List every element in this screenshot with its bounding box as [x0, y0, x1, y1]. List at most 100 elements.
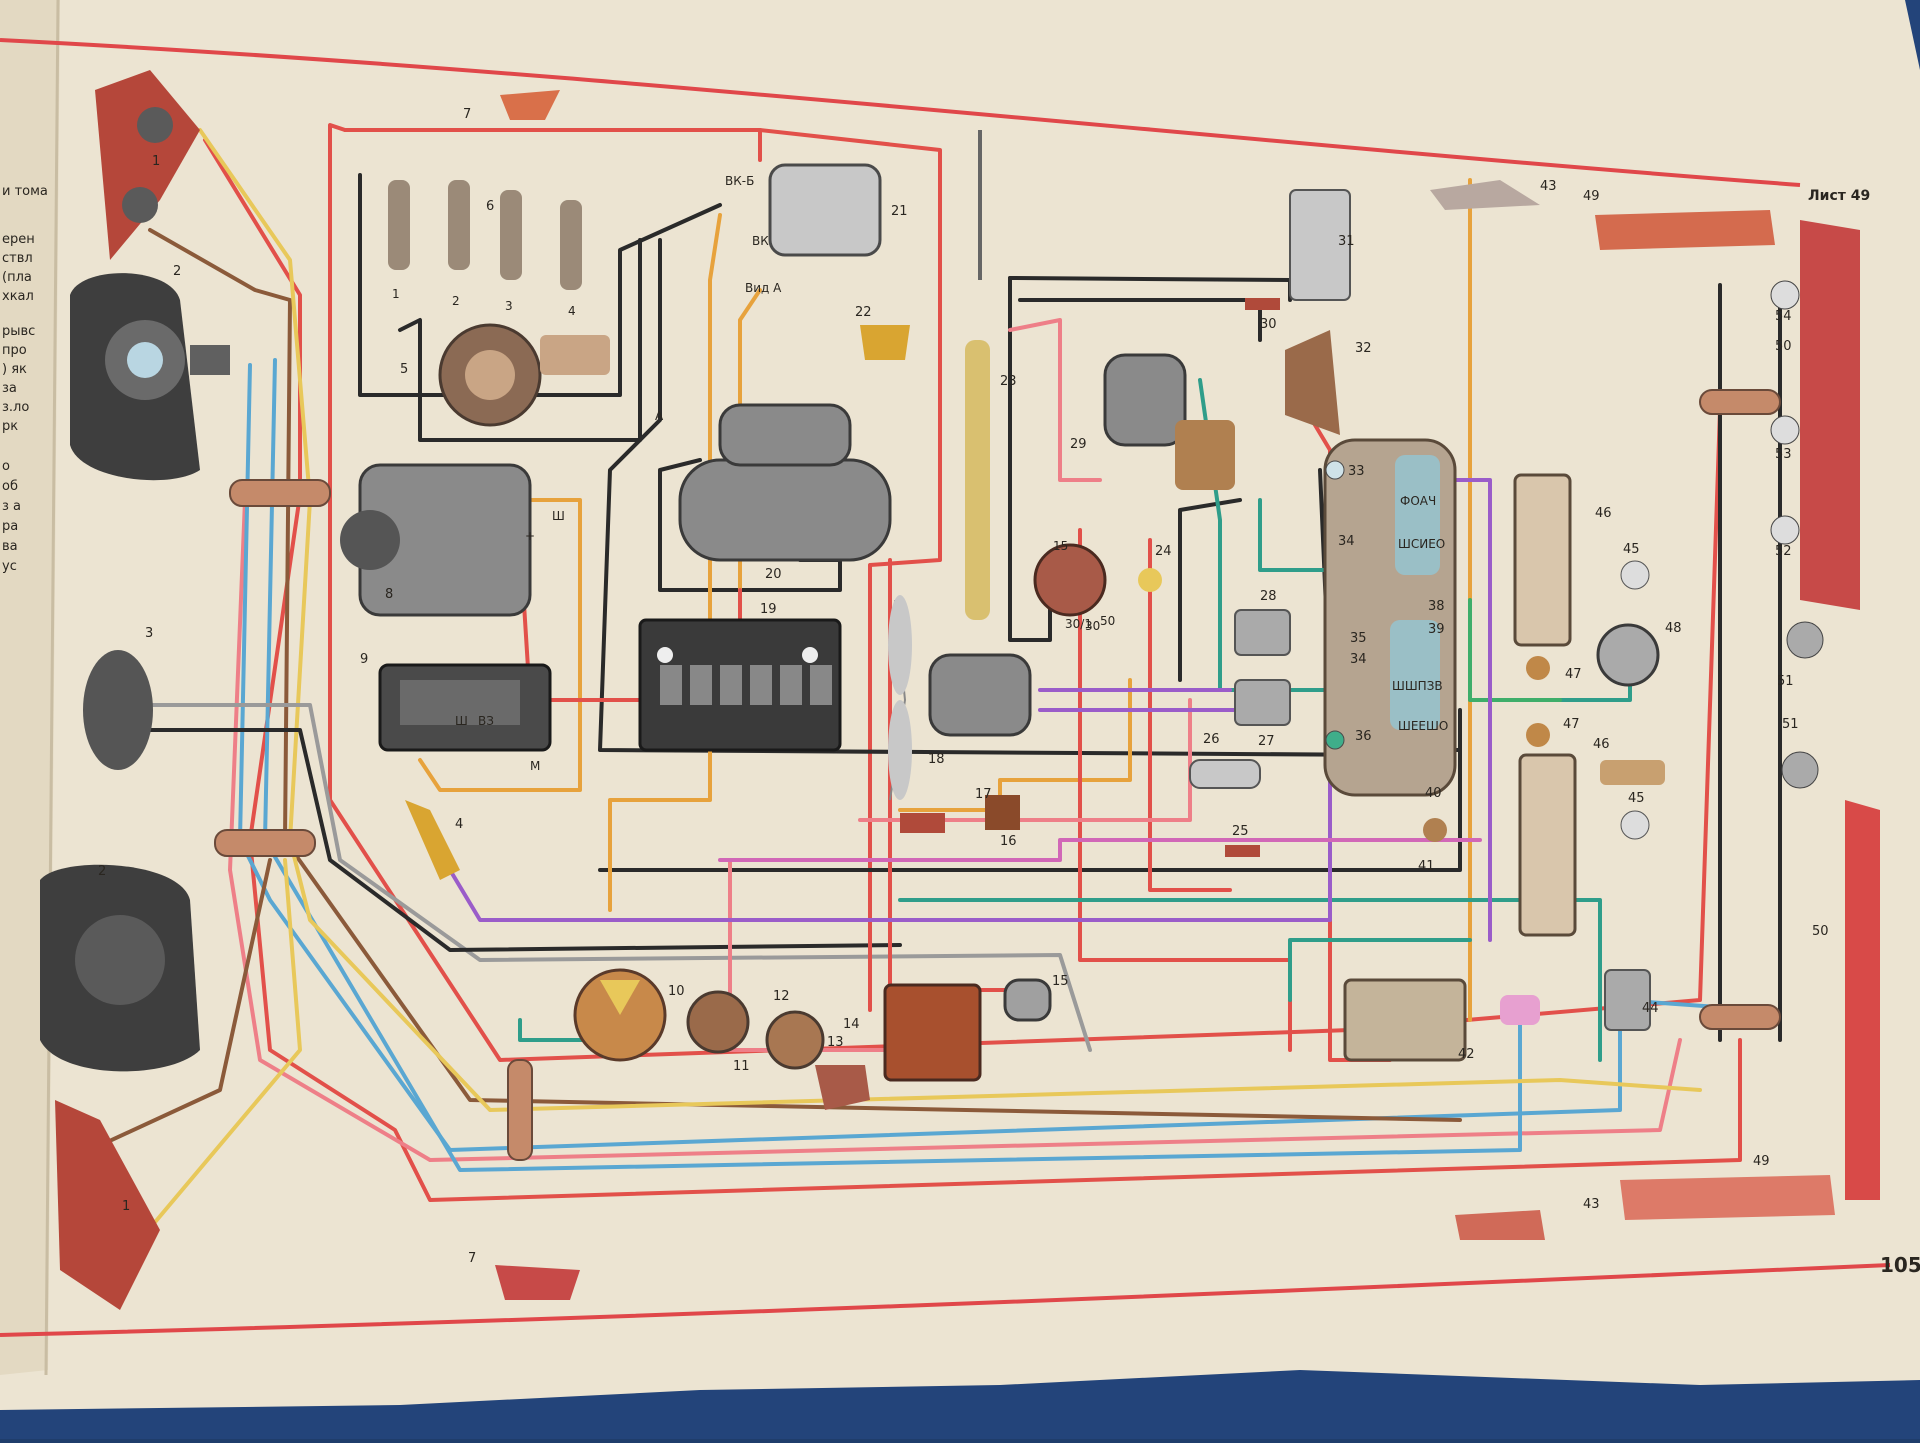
left-fragment: хкал	[2, 289, 34, 304]
connector-block	[229, 479, 331, 507]
spark-plug-numbers: 1 2 3 4	[392, 287, 576, 318]
left-fragment: ва	[2, 539, 18, 554]
components: ФОАЧ ШСИЕО ШШПЗВ ШЕЕШО	[40, 70, 1880, 1310]
wire-pink	[228, 498, 1682, 1162]
wire-black	[1178, 498, 1242, 682]
left-fragment: про	[2, 343, 27, 358]
oil-pressure-switch	[860, 325, 910, 360]
radio-31	[1289, 189, 1351, 301]
wire-brown	[148, 228, 1462, 1122]
battery-cell	[660, 665, 682, 705]
component-number: 41	[1418, 859, 1435, 874]
component-number: 9	[360, 652, 368, 667]
gauge-33	[1395, 455, 1440, 575]
component-number: 16	[1000, 834, 1017, 849]
lamp-51	[1786, 621, 1824, 659]
page-fold	[44, 0, 60, 1376]
point-a-label: А	[655, 409, 664, 423]
lamp-socket	[137, 107, 173, 143]
switch-27	[1234, 679, 1291, 726]
sheet-header: Лист 49	[1808, 188, 1870, 204]
component-number: 10	[668, 984, 685, 999]
bulb-47	[1526, 723, 1550, 747]
bulb-47	[1526, 656, 1550, 680]
component-number: 1	[152, 154, 160, 169]
spark-plug-number: 2	[452, 294, 460, 308]
left-fragment: ус	[2, 559, 17, 574]
gauge-label: ШШПЗВ	[1392, 679, 1443, 693]
ignition-switch	[1033, 543, 1107, 617]
fan-blade	[888, 595, 912, 695]
component-number: 7	[463, 107, 471, 122]
component-number: 45	[1628, 791, 1645, 806]
component-number: 24	[1155, 544, 1172, 559]
wire-green	[1468, 598, 1562, 702]
connector-block	[507, 1059, 533, 1161]
wire-red	[1148, 538, 1232, 892]
component-number: 51	[1782, 717, 1799, 732]
wire-yellow	[198, 128, 1702, 1112]
component-number: 36	[1355, 729, 1372, 744]
component-number: 3	[145, 626, 153, 641]
bulb-41	[1423, 818, 1447, 842]
switch-terminal-label: 15	[1053, 539, 1068, 553]
component-number: 45	[1623, 542, 1640, 557]
starter-solenoid	[718, 403, 852, 467]
battery-cell	[780, 665, 802, 705]
component-number: 18	[928, 752, 945, 767]
lamp-53	[1770, 415, 1800, 445]
gauge-39	[1390, 620, 1440, 730]
component-number: 43	[1540, 179, 1557, 194]
component-number: 6	[486, 199, 494, 214]
component-number: 49	[1753, 1154, 1770, 1169]
page-frame	[0, 38, 1891, 1337]
component-number: 34	[1338, 534, 1355, 549]
wire-orange	[608, 213, 722, 912]
switch-44	[1604, 969, 1651, 1031]
ignition-coil	[768, 163, 882, 257]
component-number: 34	[1350, 652, 1367, 667]
page-number: 105	[1880, 1253, 1920, 1277]
component-number: 25	[1232, 824, 1249, 839]
lamp-panel-46	[1513, 473, 1572, 647]
left-fragment: ствл	[2, 251, 33, 266]
lamp-43-bottom	[1455, 1210, 1545, 1240]
component-number-labels: 1 1 2 2 3 4 5 6 7 7 8 9 10 11 12 13 14 1…	[98, 107, 1829, 1266]
plate-lamp-top	[500, 90, 560, 120]
wire-black	[118, 728, 902, 952]
component-number: 4	[455, 817, 463, 832]
switch-terminal-label: 30/1	[1065, 617, 1092, 631]
wire-purple	[448, 688, 1332, 922]
left-fragment: ерен	[2, 232, 35, 247]
headlamp-bulb	[127, 342, 163, 378]
left-fragment: ра	[2, 519, 18, 534]
headlamp-bulb	[75, 915, 165, 1005]
gauge-label: ФОАЧ	[1400, 494, 1436, 508]
fuse-25	[1225, 845, 1260, 857]
left-fragment: за	[2, 381, 17, 396]
component-number: 44	[1642, 1001, 1659, 1016]
left-fragment: рывс	[2, 324, 35, 339]
battery-cell	[750, 665, 772, 705]
generator-pulley	[340, 510, 400, 570]
component-number: 29	[1070, 437, 1087, 452]
component-number: 13	[827, 1035, 844, 1050]
lamp-45	[1620, 560, 1650, 590]
component-number: 2	[98, 864, 106, 879]
spark-plug-number: 3	[505, 299, 513, 313]
wire-yellow	[138, 858, 302, 1242]
wire-black	[358, 173, 722, 397]
wire-orange	[418, 498, 582, 792]
fuel-sender-mark	[600, 980, 640, 1015]
left-fragment: рк	[2, 419, 18, 434]
left-fragment: з а	[2, 499, 21, 514]
component-number: 35	[1350, 631, 1367, 646]
component-number: 8	[385, 587, 393, 602]
spark-plug	[500, 190, 522, 280]
lamp-45	[1620, 810, 1650, 840]
battery-cell	[810, 665, 832, 705]
component-number: 12	[773, 989, 790, 1004]
rear-lamp-50	[1800, 220, 1860, 610]
